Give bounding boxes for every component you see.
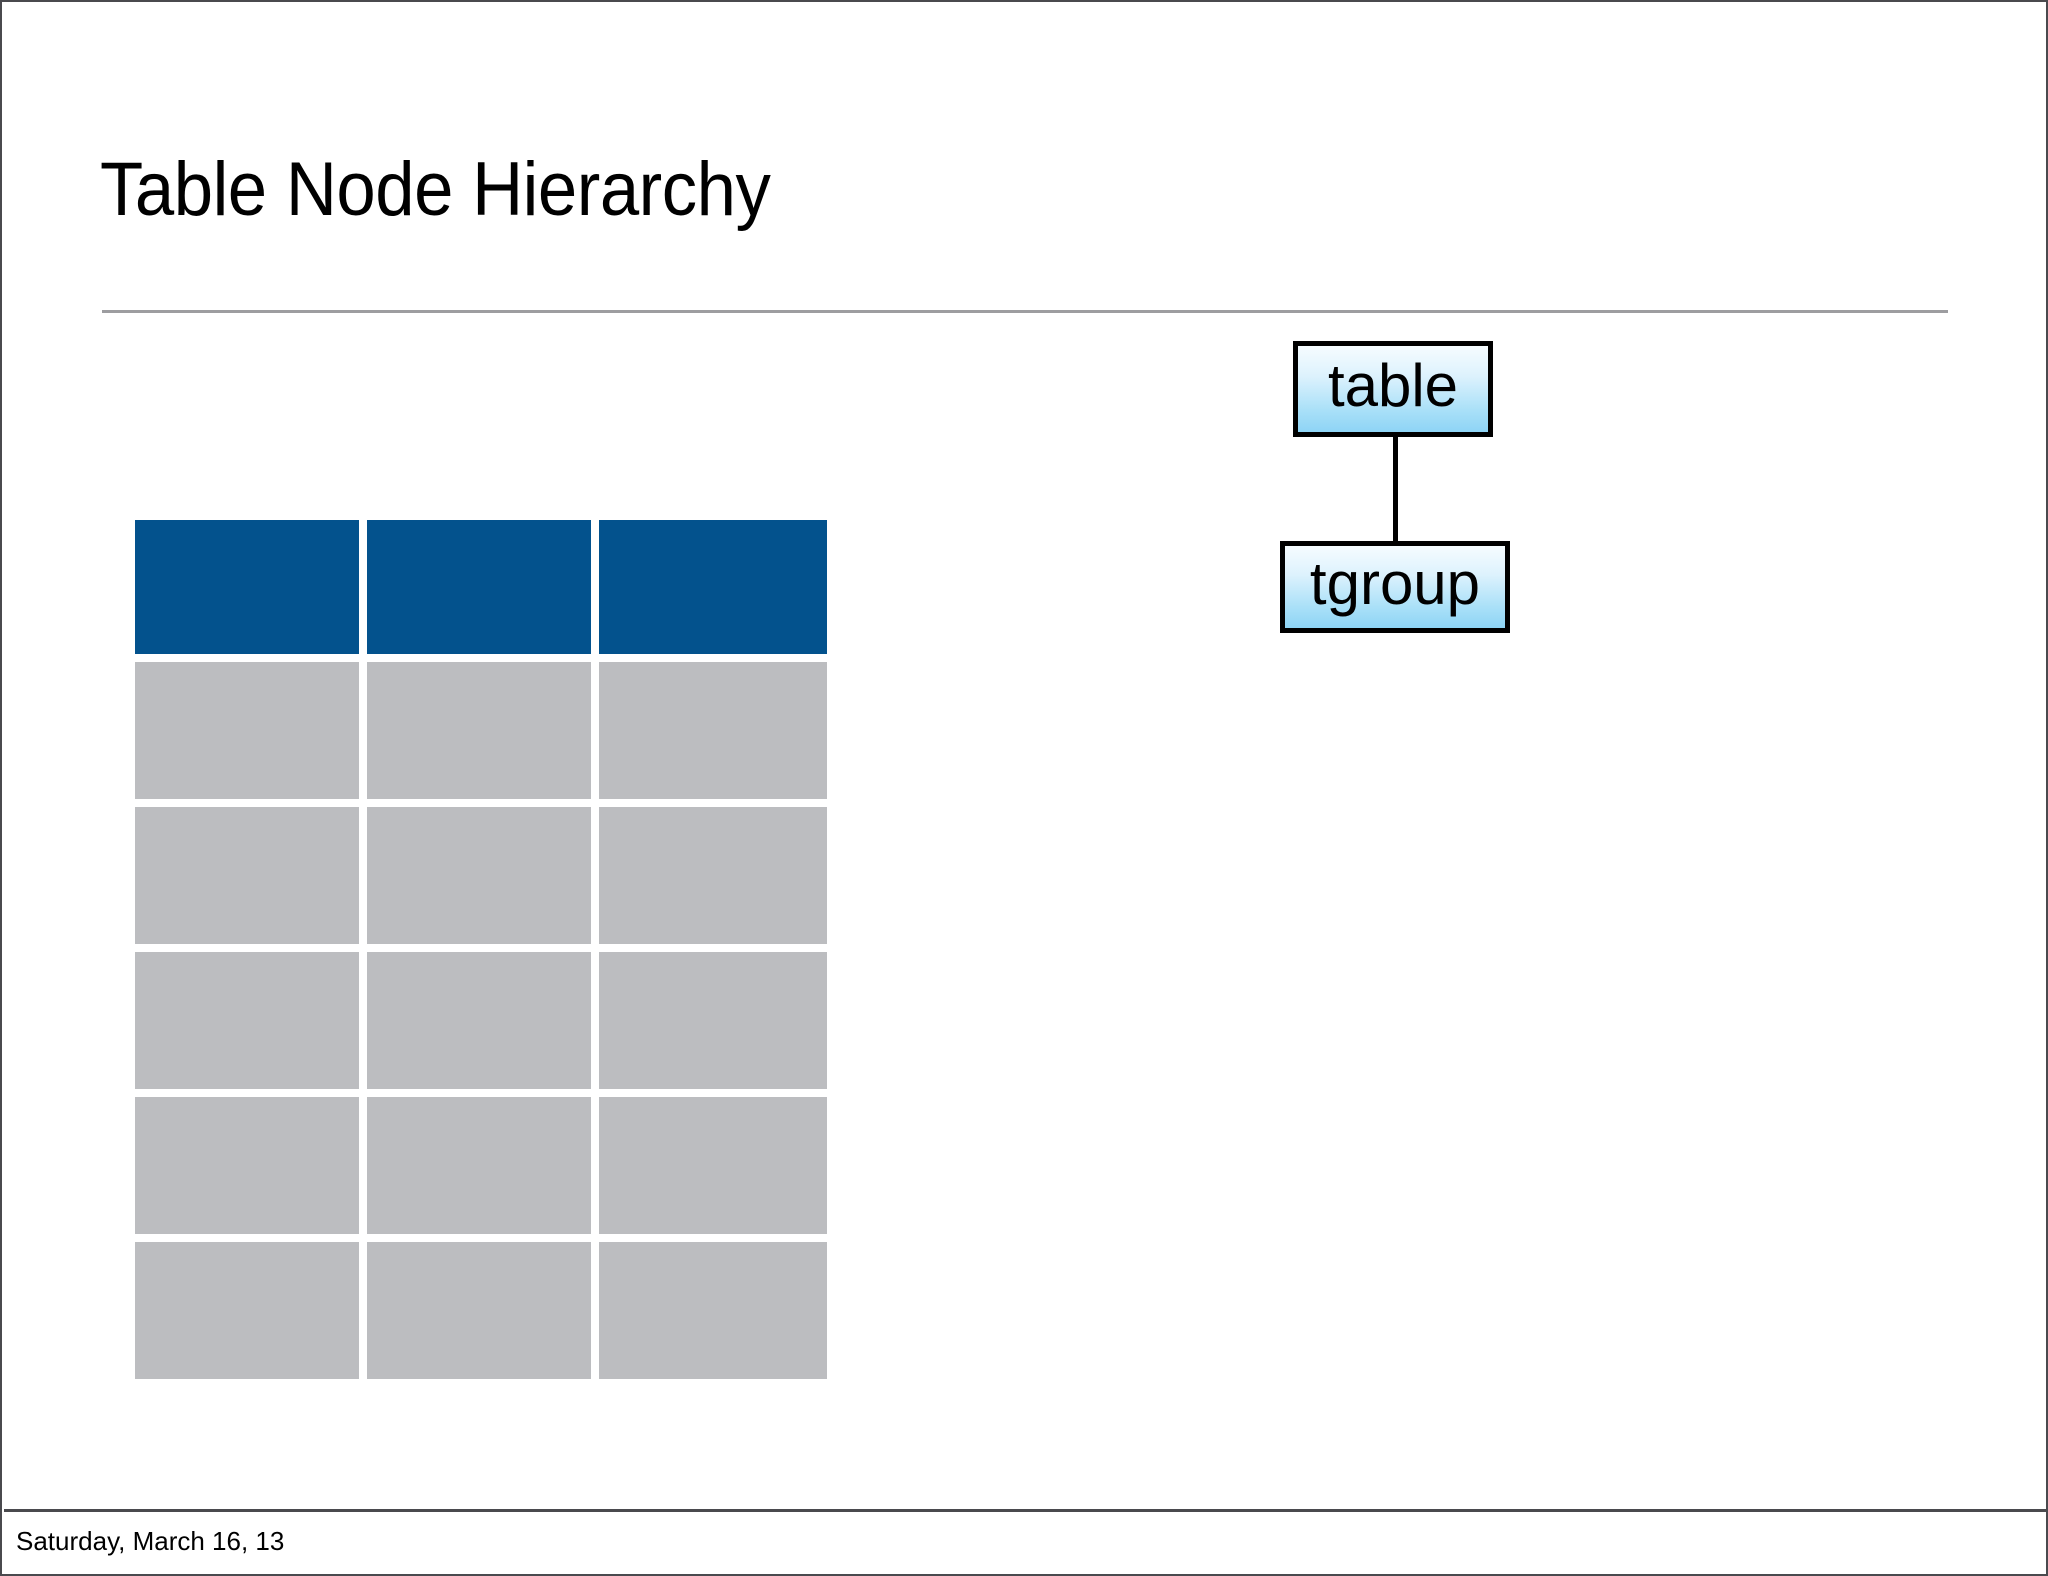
node-table[interactable]: table xyxy=(1293,341,1493,437)
node-tgroup[interactable]: tgroup xyxy=(1280,541,1510,633)
node-table-label: table xyxy=(1327,352,1459,419)
node-hierarchy-diagram: table tgroup xyxy=(1272,332,1532,633)
table-cell xyxy=(599,1242,827,1379)
title-divider xyxy=(102,310,1948,313)
table-row xyxy=(135,1097,827,1234)
table-cell xyxy=(135,952,359,1089)
table-cell xyxy=(135,1097,359,1234)
table-header-cell xyxy=(367,520,591,654)
node-tgroup-label: tgroup xyxy=(1309,550,1481,617)
decorative-table-graphic xyxy=(135,520,827,1389)
footer-divider xyxy=(4,1509,2046,1512)
table-row xyxy=(135,1242,827,1379)
table-row xyxy=(135,952,827,1089)
edge-table-to-tgroup xyxy=(1393,436,1398,543)
table-cell xyxy=(599,1097,827,1234)
table-header-cell xyxy=(599,520,827,654)
table-cell xyxy=(135,662,359,799)
table-cell xyxy=(367,662,591,799)
table-row xyxy=(135,520,827,654)
table-header-cell xyxy=(135,520,359,654)
table-cell xyxy=(367,1242,591,1379)
table-cell xyxy=(367,952,591,1089)
table-row xyxy=(135,662,827,799)
page-title: Table Node Hierarchy xyxy=(100,147,771,232)
footer-date: Saturday, March 16, 13 xyxy=(16,1526,285,1556)
table-cell xyxy=(599,662,827,799)
table-cell xyxy=(135,807,359,944)
table-cell xyxy=(135,1242,359,1379)
table-row xyxy=(135,807,827,944)
table-cell xyxy=(367,807,591,944)
table-cell xyxy=(599,952,827,1089)
table-cell xyxy=(367,1097,591,1234)
table-cell xyxy=(599,807,827,944)
